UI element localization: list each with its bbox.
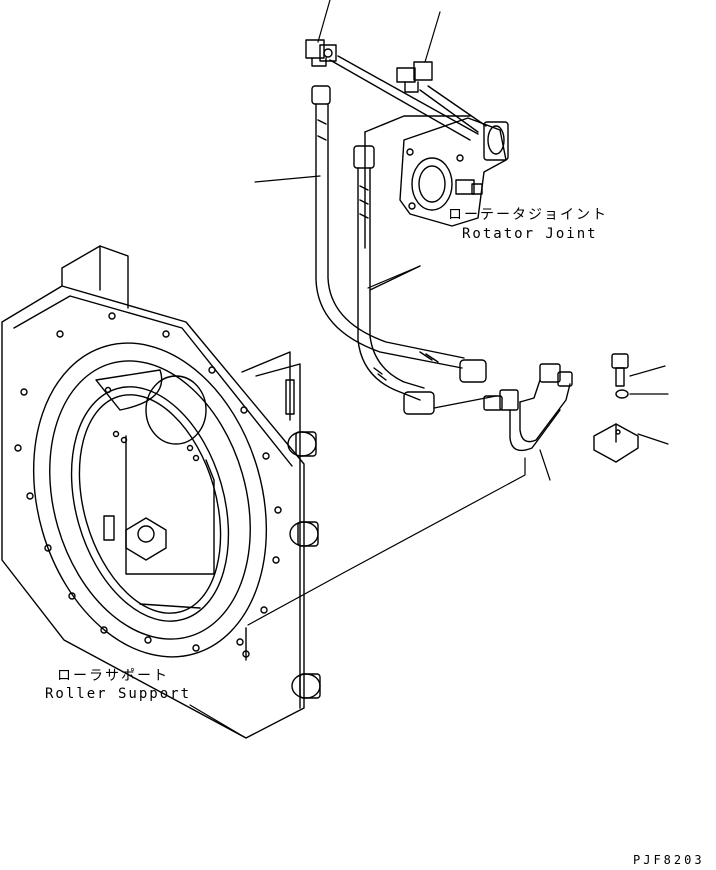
u-pipe-assembly [483,363,573,452]
leader-lines [189,0,669,739]
elbow-fitting-right [396,61,433,93]
roller-support-label-en: Roller Support [45,686,192,702]
hose-feed-lines [369,265,497,409]
upper-pipe [329,55,487,141]
rotator-joint-label-jp: ローテータジョイント [448,207,608,223]
hose-left [311,85,487,383]
rotator-joint-label-en: Rotator Joint [462,226,598,242]
elbow-fitting-left [305,39,337,67]
washer [615,389,629,399]
bolt [611,353,629,387]
roller-support-label-jp: ローラサポート [57,668,169,684]
rotator-joint [364,115,509,249]
drawing-code: PJF8203 [633,853,705,867]
roller-support [1,245,321,739]
clamp [593,423,639,463]
hose-right [353,145,435,415]
